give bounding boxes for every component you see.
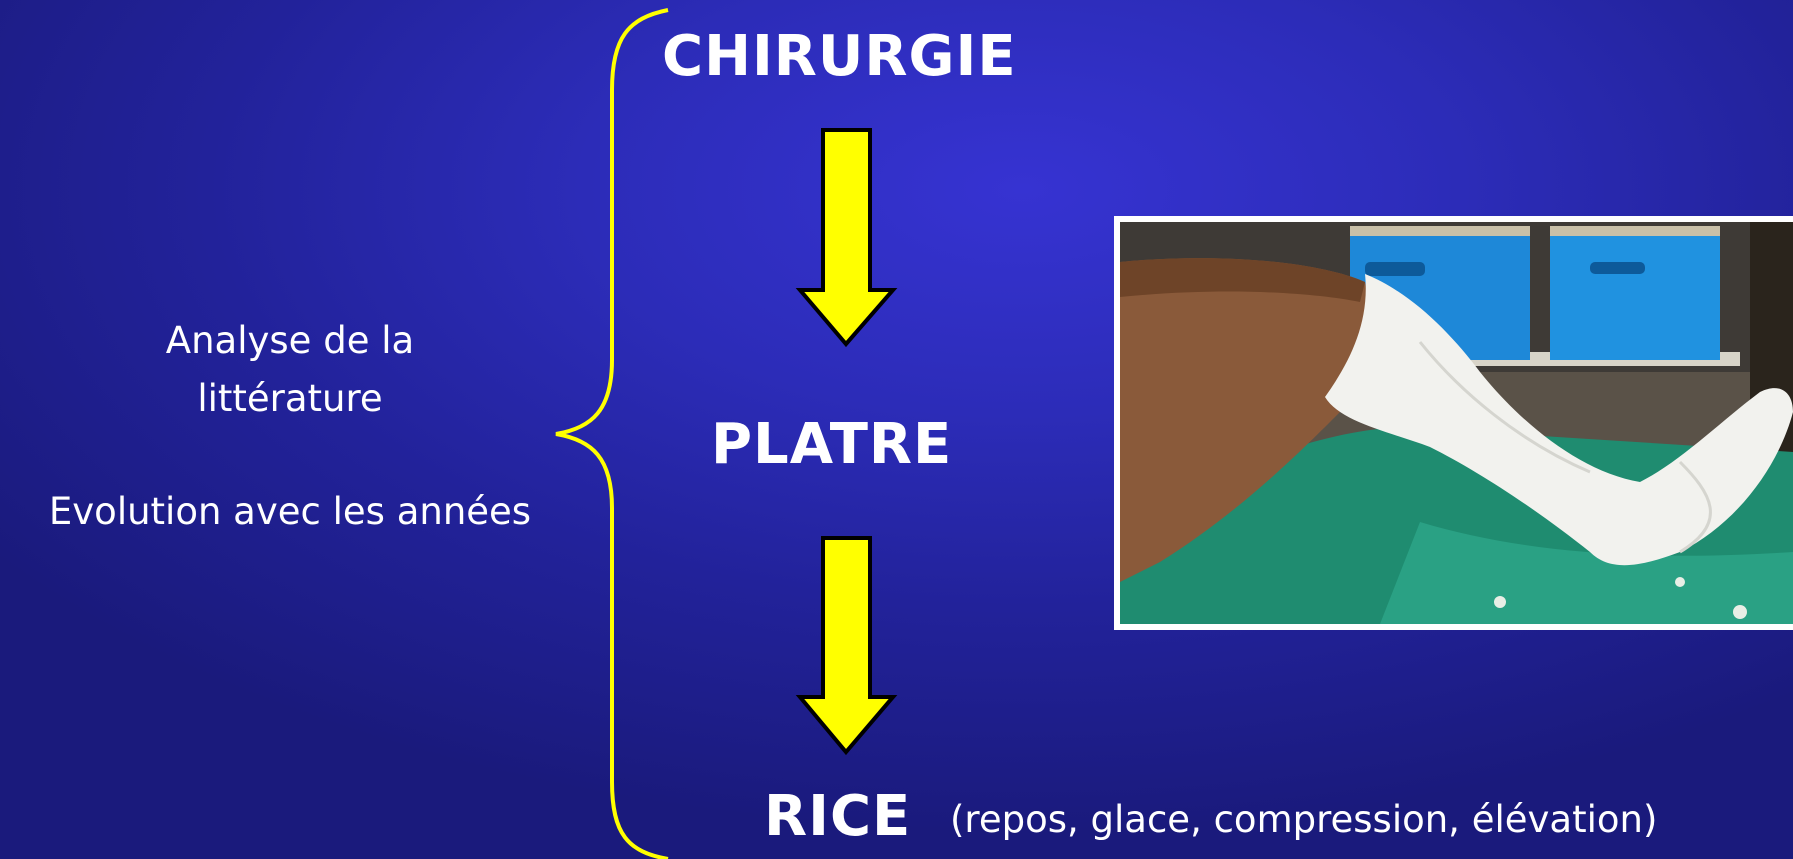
leg-cast-image [1120, 222, 1793, 624]
arrow-down-icon [800, 538, 893, 752]
step-rice: RICE [764, 784, 911, 849]
arrow-down-icon [800, 130, 893, 344]
step-chirurgie: CHIRURGIE [662, 24, 1017, 89]
step-platre: PLATRE [711, 412, 952, 477]
rice-detail: (repos, glace, compression, élévation) [950, 798, 1657, 841]
cast-photo [1114, 216, 1793, 630]
curly-brace [556, 10, 668, 859]
